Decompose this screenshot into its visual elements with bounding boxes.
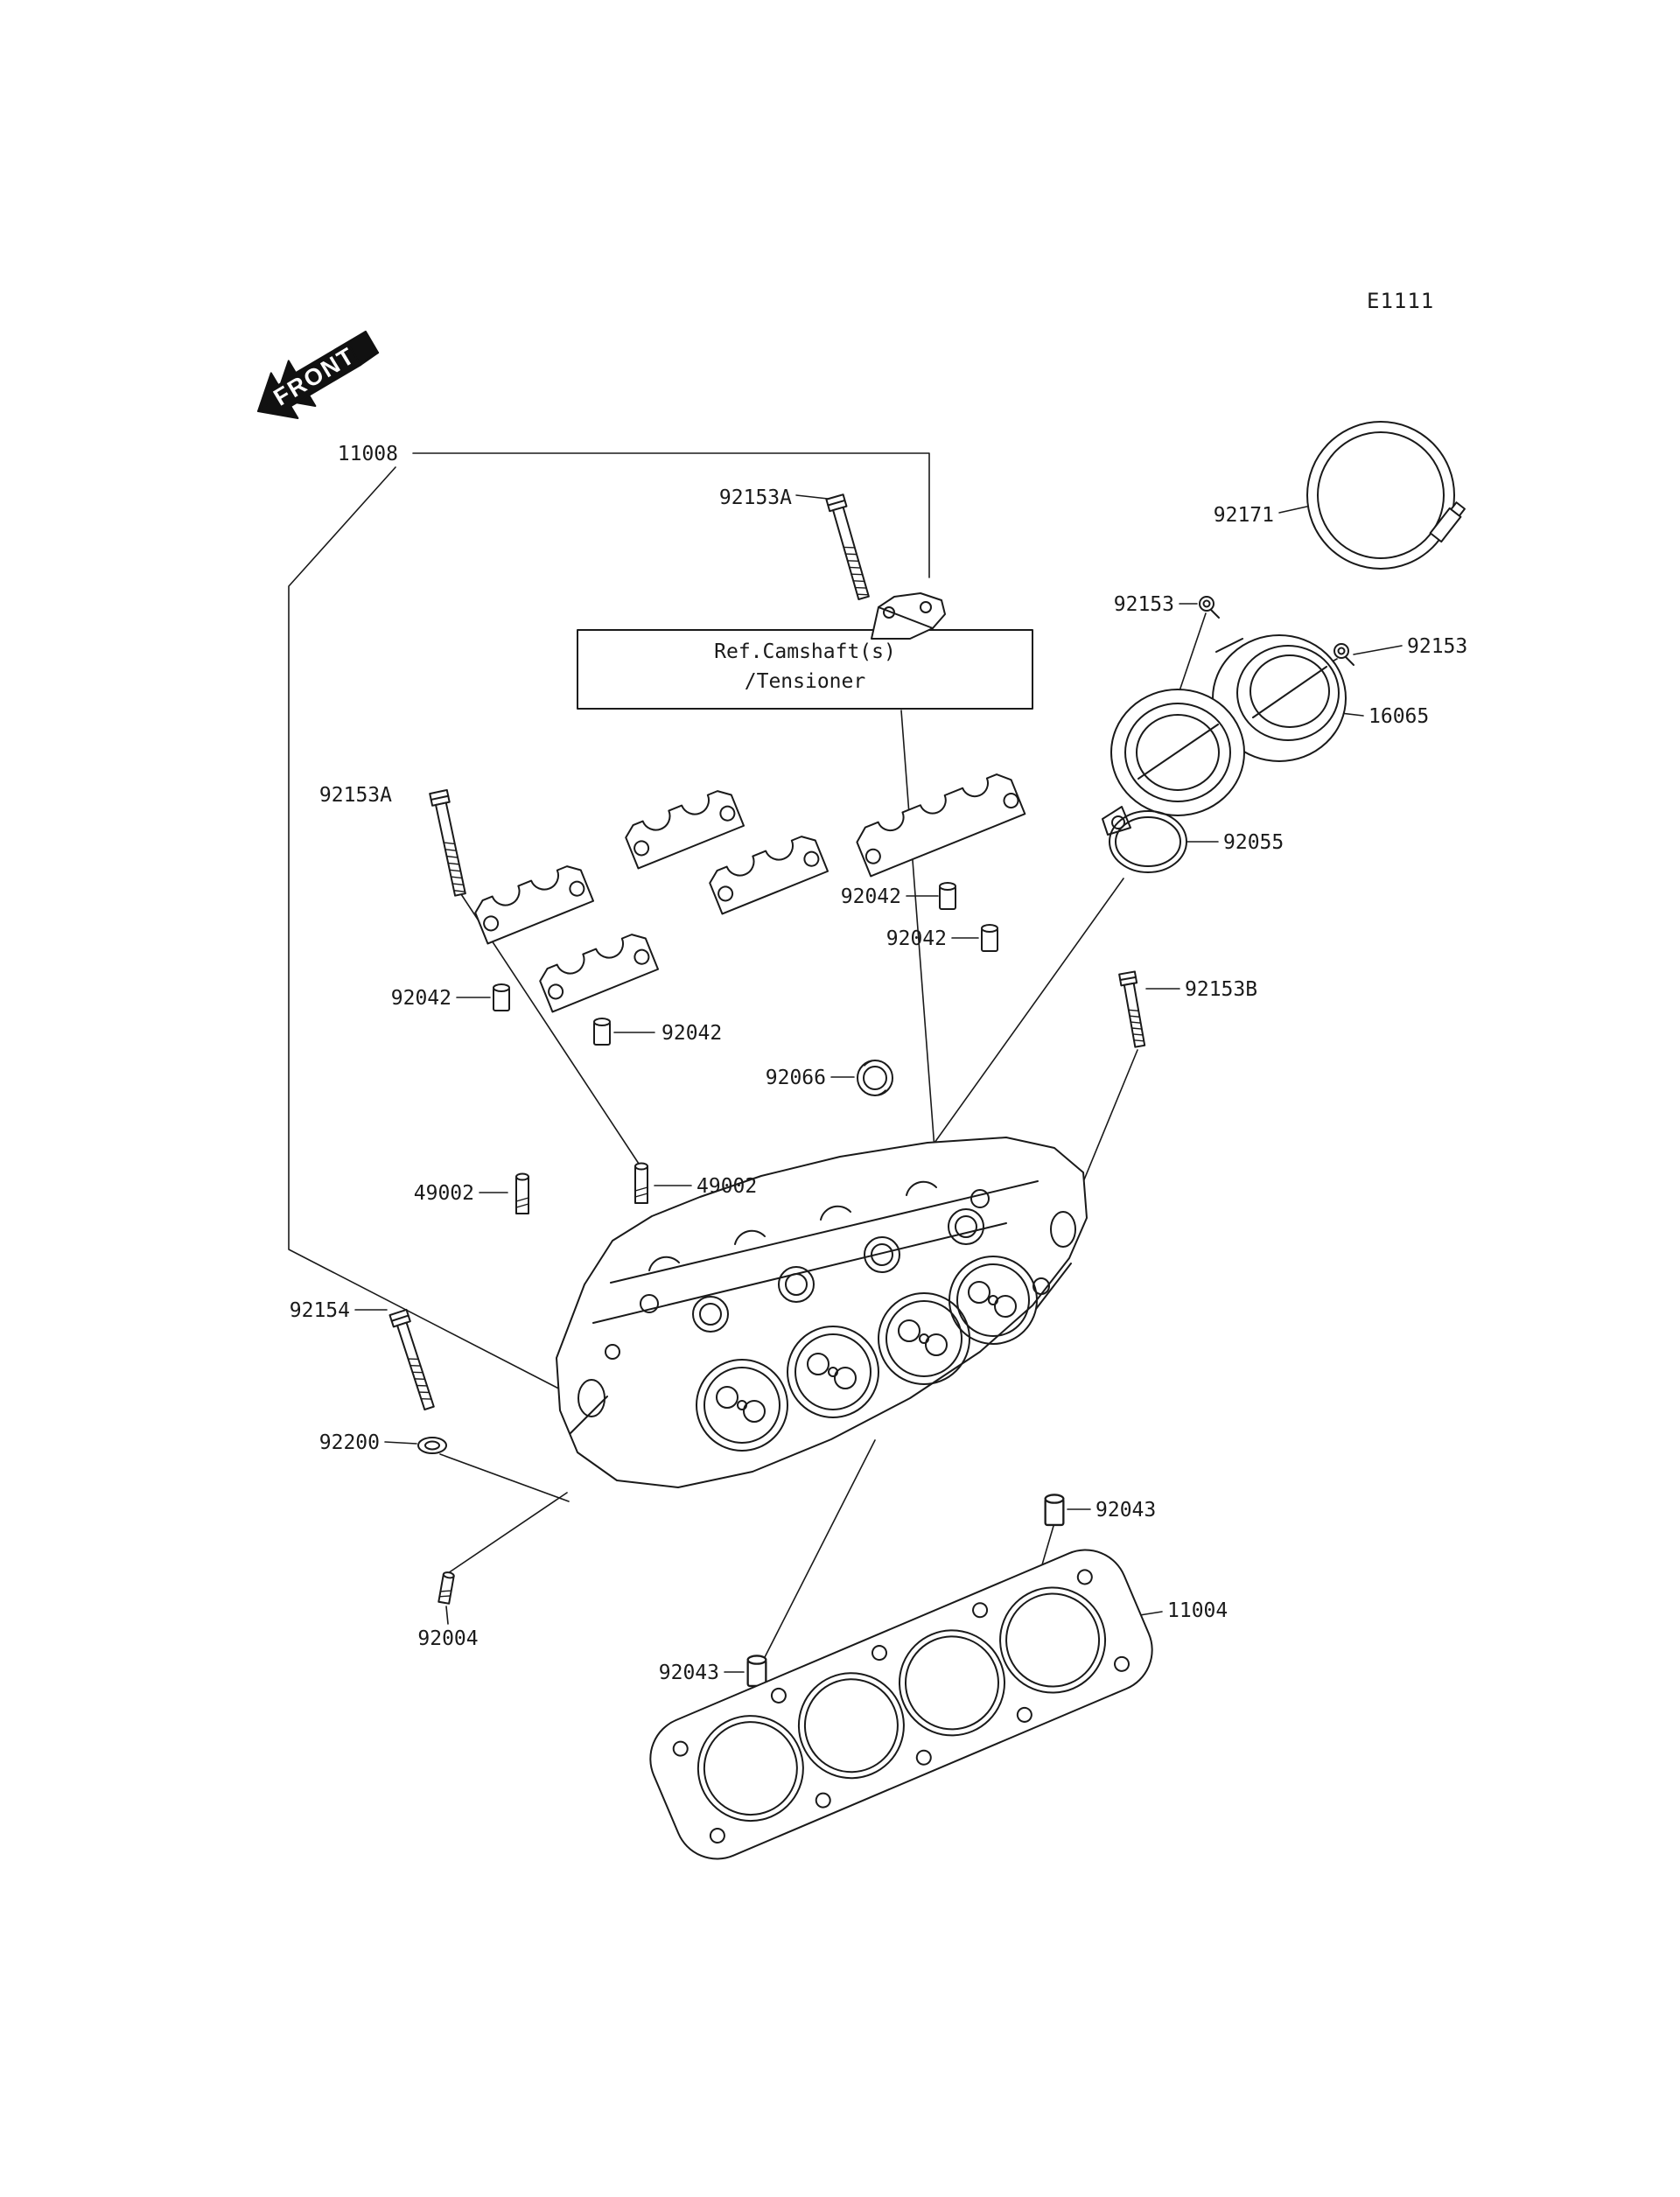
cylinder-head-part: [556, 1137, 1088, 1488]
part-label-92153B-10: 92153B: [1185, 978, 1258, 1001]
washer-92200: [417, 1437, 447, 1454]
part-label-11008-0: 11008: [337, 443, 398, 465]
part-label-49002-14: 49002: [413, 1182, 474, 1205]
part-label-92200-17: 92200: [318, 1431, 380, 1454]
part-label-11004-19: 11004: [1167, 1599, 1228, 1622]
stud-92004: [438, 1571, 455, 1605]
part-label-92171-2: 92171: [1213, 504, 1274, 527]
ref-camshaft-text-line1: Ref.Camshaft(s): [714, 640, 896, 663]
ref-camshaft-box: [577, 629, 1033, 710]
part-label-92153A-6: 92153A: [318, 784, 392, 807]
part-label-92004-20: 92004: [417, 1627, 479, 1650]
part-label-49002-15: 49002: [696, 1175, 758, 1198]
part-label-92066-13: 92066: [765, 1067, 826, 1089]
o-ring-92055: [1109, 810, 1187, 873]
page-code: E1111: [1367, 289, 1435, 313]
part-label-92153-4: 92153: [1407, 635, 1468, 658]
part-label-92055-7: 92055: [1223, 831, 1284, 854]
part-label-92042-9: 92042: [886, 927, 947, 950]
part-label-92154-16: 92154: [289, 1299, 350, 1322]
part-label-92043-21: 92043: [658, 1662, 719, 1684]
ref-camshaft-text-line2: /Tensioner: [744, 670, 866, 693]
part-label-92042-12: 92042: [662, 1022, 723, 1045]
part-label-92153A-1: 92153A: [718, 486, 792, 509]
clamp-92171: [1306, 421, 1466, 570]
head-gasket-11004: [649, 1549, 1153, 1860]
screw-92153-left: [1199, 596, 1220, 619]
leader-lines: [288, 452, 1403, 1673]
tensioner-bracket-part: [871, 592, 946, 640]
part-label-92042-11: 92042: [390, 987, 452, 1010]
plug-92066: [857, 1060, 893, 1096]
part-label-16065-5: 16065: [1368, 705, 1430, 728]
part-label-92043-18: 92043: [1096, 1499, 1157, 1522]
screw-92153-right: [1334, 643, 1354, 666]
part-label-92042-8: 92042: [840, 885, 901, 908]
part-label-92153-3: 92153: [1113, 593, 1174, 616]
